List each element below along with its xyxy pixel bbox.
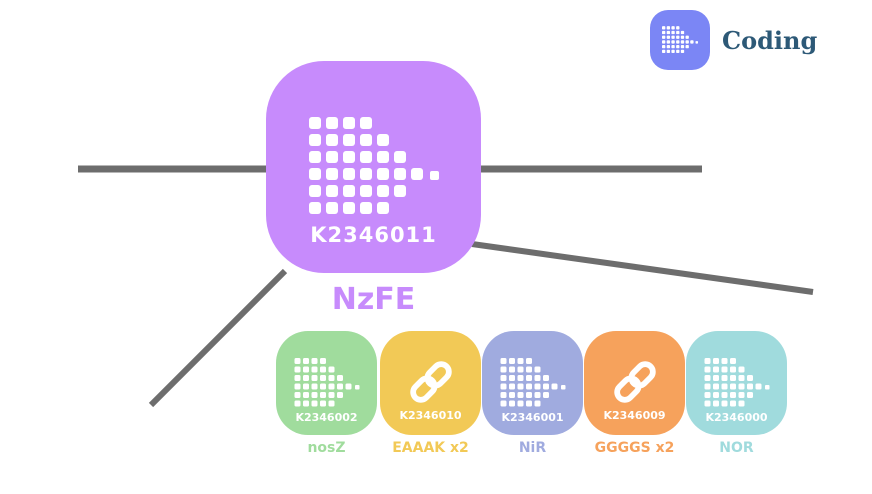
part-name: GGGGS x2 <box>594 440 675 456</box>
part-card[interactable]: K2346000 <box>686 331 787 435</box>
part-id: K2346000 <box>705 411 768 424</box>
part-name: nosZ <box>307 440 346 456</box>
coding-icon <box>500 358 565 407</box>
link-icon <box>409 361 452 403</box>
main-part-id: K2346011 <box>310 223 437 247</box>
part-id: K2346002 <box>295 411 358 424</box>
part-id: K2346001 <box>501 411 564 424</box>
legend-label: Coding <box>722 25 818 55</box>
connector-line-diagonal-left <box>148 268 288 408</box>
legend: Coding <box>650 10 817 70</box>
coding-icon <box>704 358 769 407</box>
main-part-card[interactable]: K2346011 <box>266 61 481 273</box>
coding-icon <box>308 117 439 214</box>
link-icon <box>613 361 656 403</box>
connector-line-diagonal-right <box>471 241 814 295</box>
part-name: NOR <box>719 440 754 456</box>
part-name: EAAAK x2 <box>392 440 469 456</box>
coding-icon <box>294 358 359 407</box>
part-card[interactable]: K2346001 <box>482 331 583 435</box>
legend-swatch <box>650 10 710 70</box>
coding-icon <box>662 26 698 54</box>
part-id: K2346010 <box>399 409 462 422</box>
part-card[interactable]: K2346009 <box>584 331 685 435</box>
main-part-name: NzFE <box>331 282 416 317</box>
part-name: NiR <box>518 440 547 456</box>
part-id: K2346009 <box>603 409 666 422</box>
part-card[interactable]: K2346010 <box>380 331 481 435</box>
part-card[interactable]: K2346002 <box>276 331 377 435</box>
